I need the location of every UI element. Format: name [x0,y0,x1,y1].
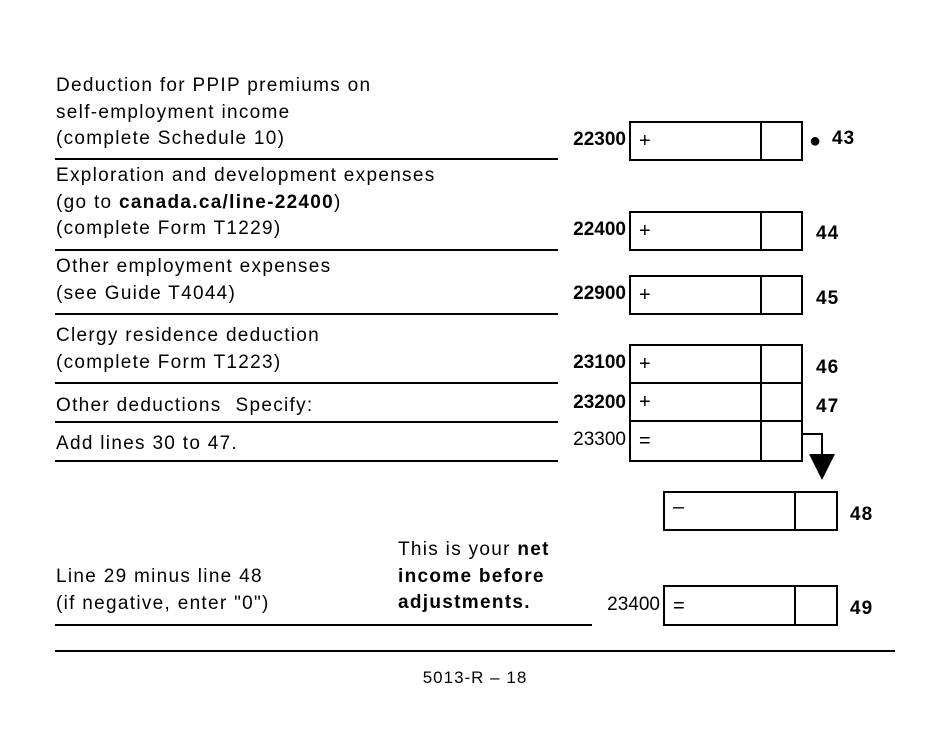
line-47-cents-field[interactable] [765,392,799,414]
line-47-dollars-field[interactable] [661,392,757,414]
total-rule [55,460,558,462]
line-46-cents-divider [760,346,762,382]
line-49-description: Line 29 minus line 48 (if negative, ente… [56,564,270,617]
line-44-desc-2-post: ) [334,191,342,213]
line-44-description: Exploration and development expenses (go… [56,163,436,243]
page-footer: 5013-R – 18 [422,668,528,687]
line-45-description: Other employment expenses (see Guide T40… [56,254,331,307]
bullet-marker: ● [809,130,822,152]
line-49-dollars-field[interactable] [695,595,791,617]
line-45-desc-2: (see Guide T4044) [56,282,237,304]
total-description: Add lines 30 to 47. [56,433,239,454]
plus-sign: + [639,391,651,413]
line-43-cents-field[interactable] [765,131,799,153]
line-44-dollars-field[interactable] [661,221,757,243]
net-income-note-2: income before [398,565,545,587]
line-45-desc-1: Other employment expenses [56,256,332,277]
total-amount-box[interactable]: = [629,420,803,462]
line-47-code: 23200 [573,392,626,413]
total-dollars-field[interactable] [661,431,757,453]
line-45-cents-divider [760,277,762,313]
line-46-description: Clergy residence deduction (complete For… [56,323,320,376]
arrow-down-icon [803,433,835,480]
line-46-amount-box[interactable]: + [629,344,803,384]
equals-sign: = [639,430,651,452]
line-43-desc-2: self-employment income [56,101,291,123]
line-49-number: 49 [850,598,874,619]
line-47-rule [55,421,558,423]
line-47-number: 47 [816,396,840,417]
total-cents-divider [760,422,762,460]
line-43-amount-box[interactable]: + [629,121,803,161]
line-47-amount-box[interactable]: + [629,382,803,422]
line-46-rule [55,382,558,384]
line-43-description: Deduction for PPIP premiums on self-empl… [56,73,371,153]
line-49-amount-box[interactable]: = [663,585,838,626]
line-46-cents-field[interactable] [765,354,799,376]
plus-sign: + [639,220,651,242]
line-48-number: 48 [850,504,874,525]
net-income-note: This is your net income before adjustmen… [398,537,550,617]
line-44-amount-box[interactable]: + [629,211,803,251]
line-47-desc: Other deductions [56,395,222,416]
line-46-desc-2: (complete Form T1223) [56,351,282,373]
line-45-code: 22900 [573,283,626,304]
line-46-desc-1: Clergy residence deduction [56,325,321,346]
line-47-cents-divider [760,384,762,420]
line-43-code: 22300 [573,129,626,150]
line-45-rule [55,313,558,315]
line-49-cents-divider [794,587,796,624]
line-46-dollars-field[interactable] [661,354,757,376]
line-49-desc-2: (if negative, enter "0") [56,592,270,614]
line-43-number: 43 [832,128,856,149]
net-income-note-bold: net [517,539,550,560]
line-48-amount-box[interactable]: – [663,491,838,531]
line-46-number: 46 [816,357,840,378]
line-43-rule [55,158,558,160]
line-44-link[interactable]: canada.ca/line-22400 [118,191,335,213]
line-49-cents-field[interactable] [799,595,833,617]
line-44-desc-1: Exploration and development expenses [56,165,436,186]
line-44-cents-field[interactable] [765,221,799,243]
line-44-code: 22400 [573,219,626,240]
line-46-code: 23100 [573,352,626,373]
line-45-cents-field[interactable] [765,285,799,307]
line-43-desc-3: (complete Schedule 10) [56,128,286,149]
net-income-note-pre: This is your [398,539,518,560]
total-code: 23300 [573,429,626,450]
line-48-dollars-field[interactable] [695,501,791,523]
plus-sign: + [639,130,651,152]
line-43-cents-divider [760,123,762,159]
line-48-cents-divider [794,493,796,529]
line-44-number: 44 [816,223,840,244]
net-income-note-3: adjustments. [398,592,531,613]
footer-rule [55,650,895,652]
line-44-desc-2-pre: (go to [56,191,119,213]
plus-sign: + [639,284,651,306]
plus-sign: + [639,353,651,375]
line-44-desc-3: (complete Form T1229) [56,218,282,239]
line-49-code: 23400 [607,594,660,615]
equals-sign: = [673,594,685,617]
line-43-desc-1: Deduction for PPIP premiums on [56,75,372,96]
line-49-desc-1: Line 29 minus line 48 [56,566,263,587]
line-48-cents-field[interactable] [799,501,833,523]
line-47-description: Other deductions Specify: [56,393,314,420]
total-cents-field[interactable] [765,431,799,453]
line-49-rule [55,624,592,626]
line-44-desc-2: (go to canada.ca/line-22400) [56,190,436,217]
line-45-amount-box[interactable]: + [629,275,803,315]
line-47-specify-label: Specify: [235,395,314,416]
line-45-dollars-field[interactable] [661,285,757,307]
minus-sign: – [673,496,685,518]
line-47-specify-field[interactable] [370,394,554,418]
line-45-number: 45 [816,288,840,309]
net-income-note-1: This is your net [398,537,550,564]
line-44-rule [55,249,558,251]
line-43-dollars-field[interactable] [661,131,757,153]
line-44-cents-divider [760,213,762,249]
